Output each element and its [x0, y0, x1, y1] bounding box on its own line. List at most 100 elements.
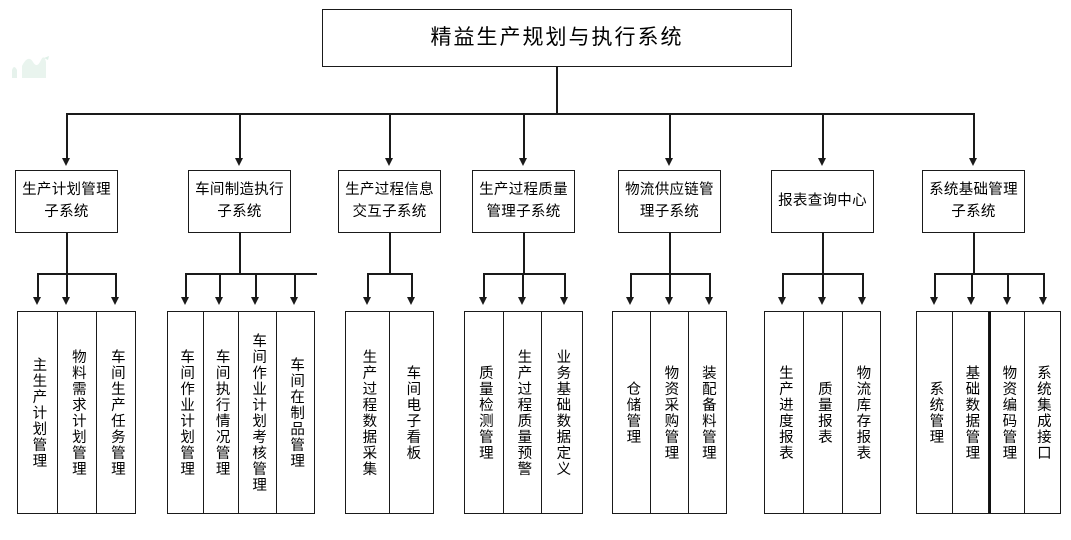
subsystem-box-5[interactable]: 物流供应链管理子系统: [618, 170, 721, 233]
child-group-5: 仓储管理 物资采购管理 装配备料管理: [612, 311, 727, 514]
child-drop-7-2: [971, 273, 973, 299]
child-drop-6-1: [782, 273, 784, 299]
module-label: 基础数据管理: [963, 364, 980, 461]
child-arrow-1-2: [61, 297, 70, 305]
module-cell[interactable]: 仓储管理: [613, 312, 651, 513]
module-cell[interactable]: 物资编码管理: [989, 312, 1025, 513]
child-arrow-7-4: [1038, 297, 1047, 305]
module-label: 车间生产任务管理: [108, 348, 125, 477]
group-stem-3: [389, 233, 391, 274]
bus-arrow-3: [384, 158, 393, 166]
bus-drop-2: [239, 113, 241, 160]
module-cell[interactable]: 车间生产任务管理: [97, 312, 135, 513]
subsystem-label-4: 生产过程质量管理子系统: [479, 182, 568, 220]
child-arrow-3-1: [362, 297, 371, 305]
child-group-7: 系统管理 基础数据管理 物资编码管理 系统集成接口: [916, 311, 1061, 514]
subsystem-label-5: 物流供应链管理子系统: [625, 182, 714, 220]
module-cell[interactable]: 生产过程数据采集: [346, 312, 390, 513]
child-arrow-7-2: [966, 297, 975, 305]
group-stem-7: [973, 233, 975, 274]
child-arrow-6-2: [817, 297, 826, 305]
subsystem-box-7[interactable]: 系统基础管理子系统: [922, 170, 1025, 233]
child-drop-5-3: [709, 273, 711, 299]
child-arrow-2-3: [250, 297, 259, 305]
child-drop-5-1: [630, 273, 632, 299]
subsystem-box-3[interactable]: 生产过程信息交互子系统: [338, 170, 441, 233]
level2-bus: [66, 113, 973, 115]
group-bus-7: [934, 273, 1044, 275]
module-cell[interactable]: 车间电子看板: [390, 312, 433, 513]
child-drop-4-3: [564, 273, 566, 299]
child-arrow-1-1: [32, 297, 41, 305]
module-cell[interactable]: 生产进度报表: [765, 312, 804, 513]
root-stem: [556, 67, 558, 113]
subsystem-box-6[interactable]: 报表查询中心: [771, 170, 874, 233]
subsystem-label-1: 生产计划管理子系统: [22, 182, 111, 220]
module-cell[interactable]: 质量检测管理: [465, 312, 504, 513]
root-label: 精益生产规划与执行系统: [430, 25, 684, 50]
child-arrow-6-1: [777, 297, 786, 305]
group-stem-1: [66, 233, 68, 274]
child-arrow-6-3: [857, 297, 866, 305]
bus-drop-3: [389, 113, 391, 160]
module-cell[interactable]: 车间在制品管理: [276, 312, 314, 513]
group-bus-3: [367, 273, 412, 275]
child-arrow-2-2: [214, 297, 223, 305]
child-group-2: 车间作业计划管理 车间执行情况管理 车间作业计划考核管理 车间在制品管理: [167, 311, 315, 514]
child-arrow-1-3: [110, 297, 119, 305]
module-cell[interactable]: 主生产计划管理: [18, 312, 58, 513]
module-label: 物流库存报表: [854, 364, 871, 461]
bus-arrow-4: [518, 158, 527, 166]
module-cell[interactable]: 车间作业计划考核管理: [239, 312, 277, 513]
subsystem-label-3: 生产过程信息交互子系统: [345, 182, 434, 220]
module-cell[interactable]: 生产过程质量预警: [504, 312, 542, 513]
child-arrow-5-3: [704, 297, 713, 305]
child-drop-3-1: [367, 273, 369, 299]
child-arrow-2-4: [289, 297, 298, 305]
module-cell[interactable]: 物料需求计划管理: [58, 312, 97, 513]
module-label: 生产过程质量预警: [515, 348, 532, 477]
child-drop-6-3: [862, 273, 864, 299]
bus-drop-4: [523, 113, 525, 160]
module-cell[interactable]: 物资采购管理: [651, 312, 689, 513]
module-cell[interactable]: 物流库存报表: [843, 312, 880, 513]
group-stem-6: [822, 233, 824, 274]
child-arrow-5-1: [625, 297, 634, 305]
child-drop-1-3: [115, 273, 117, 299]
module-label: 主生产计划管理: [30, 356, 47, 469]
child-drop-7-3: [1007, 273, 1009, 299]
child-arrow-5-2: [664, 297, 673, 305]
module-cell[interactable]: 车间执行情况管理: [203, 312, 240, 513]
group-bus-4: [483, 273, 566, 275]
bus-arrow-5: [664, 158, 673, 166]
module-label: 车间作业计划管理: [178, 348, 195, 477]
module-label: 质量检测管理: [476, 364, 493, 461]
module-cell[interactable]: 业务基础数据定义: [542, 312, 581, 513]
module-label: 物料需求计划管理: [69, 348, 86, 477]
module-cell[interactable]: 系统集成接口: [1025, 312, 1059, 513]
bus-arrow-6: [817, 158, 826, 166]
child-drop-2-2: [219, 273, 221, 299]
subsystem-box-4[interactable]: 生产过程质量管理子系统: [472, 170, 575, 233]
child-arrow-4-1: [478, 297, 487, 305]
module-label: 车间在制品管理: [288, 356, 305, 469]
subsystem-box-1[interactable]: 生产计划管理子系统: [15, 170, 118, 233]
module-cell[interactable]: 基础数据管理: [953, 312, 989, 513]
module-cell[interactable]: 车间作业计划管理: [168, 312, 204, 513]
root-box[interactable]: 精益生产规划与执行系统: [322, 9, 792, 67]
child-drop-1-2: [66, 273, 68, 299]
bus-drop-7: [973, 113, 975, 160]
module-cell[interactable]: 质量报表: [804, 312, 843, 513]
module-label: 系统管理: [927, 380, 944, 445]
subsystem-label-7: 系统基础管理子系统: [929, 182, 1018, 220]
child-drop-2-3: [255, 273, 257, 299]
bus-arrow-2: [234, 158, 243, 166]
child-arrow-7-1: [929, 297, 938, 305]
subsystem-box-2[interactable]: 车间制造执行子系统: [188, 170, 291, 233]
child-drop-7-1: [934, 273, 936, 299]
module-cell[interactable]: 系统管理: [917, 312, 953, 513]
child-group-3: 生产过程数据采集 车间电子看板: [345, 311, 434, 514]
module-cell[interactable]: 装配备料管理: [689, 312, 725, 513]
child-drop-6-2: [822, 273, 824, 299]
